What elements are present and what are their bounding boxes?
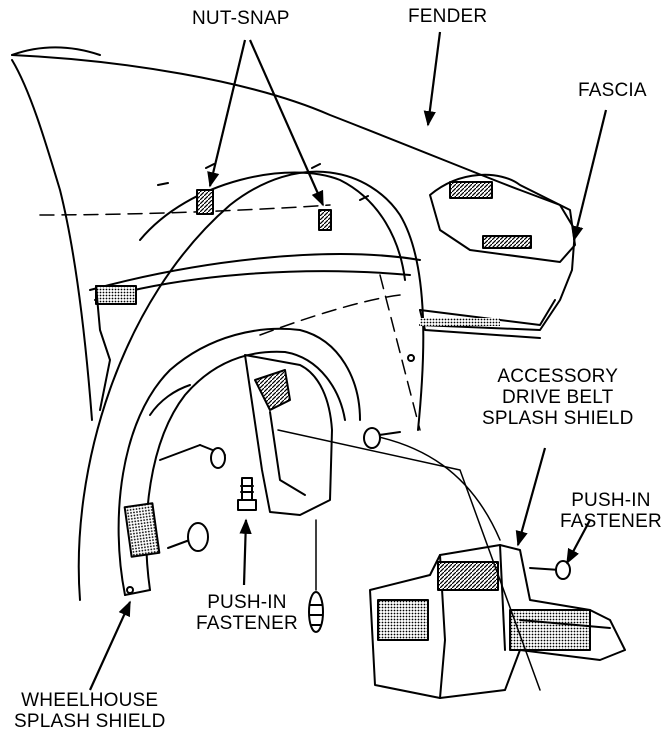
push-in-fastener-center [237,477,257,511]
leader-fascia [571,109,608,242]
bolt-fender [363,427,401,449]
inner-liner [244,354,333,516]
label-push-in-fastener-center: PUSH-IN FASTENER [196,592,298,634]
wheelhouse-shield-inner [145,350,346,591]
label-wheelhouse-splash-shield: WHEELHOUSE SPLASH SHIELD [14,690,166,732]
fender-top-edge [11,46,101,56]
fascia-lower [419,299,556,326]
wheelhouse-shield-outer [117,327,361,596]
leader-fender [423,31,442,127]
fender-lower-edge [11,59,93,421]
nut-snap-left [196,189,214,215]
push-in-fastener-lower [308,519,324,633]
wheelhouse-shield-flap [123,502,161,558]
nut-snap-right [318,209,332,231]
fender-wheel-arch [77,170,425,601]
leader-accessory [515,447,547,547]
screw-fastener-lower-left [167,522,209,552]
reference-line [39,204,331,216]
label-push-in-fastener-right: PUSH-IN FASTENER [560,490,662,532]
fascia-lamp-upper [449,181,493,199]
mount-line [277,429,541,691]
push-in-fastener-right [529,560,571,580]
fascia-outline [429,173,576,263]
fender-body-line [89,253,421,291]
label-fascia: FASCIA [578,80,647,101]
leader-nut-snap-right [248,39,325,207]
fender-lower-contour [94,270,411,301]
leader-nut-snap-left [207,39,247,188]
leader-pushin-center [239,518,252,586]
label-fender: FENDER [408,6,488,27]
fascia-lamp-lower [482,235,532,249]
label-nut-snap: NUT-SNAP [192,8,290,29]
label-accessory-drive-belt-splash-shield: ACCESSORY DRIVE BELT SPLASH SHIELD [482,366,634,429]
fender-inner-arch [139,171,406,281]
screw-fastener-left [199,444,226,469]
accessory-shield-body [369,544,626,699]
fender-outline [11,54,576,331]
leader-pushin-right [566,519,591,565]
leader-wheelhouse [88,600,132,691]
